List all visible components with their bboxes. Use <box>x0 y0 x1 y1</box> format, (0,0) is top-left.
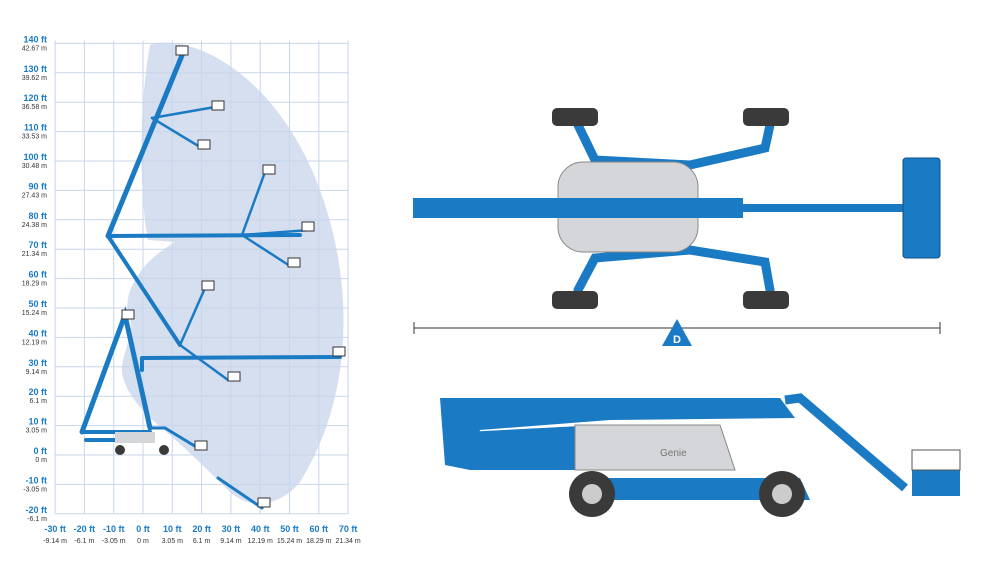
x-tick-ft: 40 ft <box>251 524 270 534</box>
tire <box>552 108 598 126</box>
y-tick-ft: 30 ft <box>28 358 47 368</box>
y-tick-m: 39.62 m <box>22 75 47 82</box>
dimension-d: D <box>413 319 941 346</box>
y-tick-m: 27.43 m <box>22 192 47 199</box>
y-tick-ft: 90 ft <box>28 181 47 191</box>
x-tick-ft: 70 ft <box>339 524 358 534</box>
y-tick-m: 6.1 m <box>29 398 47 405</box>
x-tick-ft: -20 ft <box>74 524 96 534</box>
y-tick-m: 15.24 m <box>22 310 47 317</box>
y-tick-ft: 130 ft <box>23 64 47 74</box>
y-tick-ft: 140 ft <box>23 34 47 44</box>
tire <box>743 108 789 126</box>
x-tick-m: 9.14 m <box>220 538 242 545</box>
wheel <box>159 445 169 455</box>
x-tick-m: 18.29 m <box>306 538 331 545</box>
working-envelope <box>121 42 344 504</box>
x-tick-m: 0 m <box>137 538 149 545</box>
y-tick-m: 18.29 m <box>22 281 47 288</box>
tire <box>743 291 789 309</box>
side-chassis-small <box>115 432 169 455</box>
x-tick-m: 3.05 m <box>162 538 184 545</box>
platform-top <box>902 157 941 259</box>
platform-side <box>912 470 960 496</box>
y-tick-m: 12.19 m <box>22 339 47 346</box>
x-tick-ft: 10 ft <box>163 524 182 534</box>
y-tick-ft: 110 ft <box>24 123 47 133</box>
x-tick-m: 21.34 m <box>335 538 360 545</box>
top-view <box>413 108 941 309</box>
y-tick-ft: 40 ft <box>28 328 47 338</box>
x-tick-ft: 30 ft <box>222 524 241 534</box>
y-tick-m: 33.53 m <box>22 134 47 141</box>
y-tick-ft: 10 ft <box>28 417 47 427</box>
y-tick-m: 24.38 m <box>22 222 47 229</box>
dimension-label: D <box>673 334 681 346</box>
y-tick-ft: -10 ft <box>25 475 47 485</box>
y-tick-ft: 120 ft <box>23 93 47 103</box>
y-tick-ft: -20 ft <box>25 505 47 515</box>
boom-positions <box>79 50 342 510</box>
y-tick-m: 30.48 m <box>22 163 47 170</box>
y-tick-m: 36.58 m <box>22 104 47 111</box>
x-tick-m: 12.19 m <box>248 538 273 545</box>
y-tick-m: -3.05 m <box>23 486 47 493</box>
y-tick-m: 21.34 m <box>22 251 47 258</box>
side-view: Genie <box>440 393 961 517</box>
y-tick-ft: 0 ft <box>34 446 48 456</box>
y-tick-ft: 80 ft <box>28 211 47 221</box>
y-tick-m: 9.14 m <box>26 369 48 376</box>
platforms <box>121 45 346 508</box>
x-tick-m: -9.14 m <box>43 538 67 545</box>
x-tick-m: 6.1 m <box>193 538 211 545</box>
y-tick-ft: 70 ft <box>28 240 47 250</box>
y-tick-ft: 60 ft <box>28 270 47 280</box>
y-tick-ft: 100 ft <box>23 152 47 162</box>
y-tick-m: 0 m <box>35 457 47 464</box>
x-tick-ft: -10 ft <box>103 524 125 534</box>
x-tick-ft: -30 ft <box>44 524 66 534</box>
y-tick-m: 42.67 m <box>22 45 47 52</box>
x-tick-ft: 20 ft <box>192 524 211 534</box>
tire <box>552 291 598 309</box>
x-tick-m: -3.05 m <box>102 538 126 545</box>
y-tick-m: -6.1 m <box>27 516 47 523</box>
y-tick-ft: 50 ft <box>28 299 47 309</box>
brand-logo: Genie <box>660 448 687 459</box>
x-tick-ft: 60 ft <box>310 524 329 534</box>
x-tick-ft: 0 ft <box>136 524 150 534</box>
y-tick-m: 3.05 m <box>26 428 48 435</box>
x-tick-m: -6.1 m <box>74 538 94 545</box>
y-tick-ft: 20 ft <box>28 387 47 397</box>
x-tick-ft: 50 ft <box>280 524 299 534</box>
x-tick-m: 15.24 m <box>277 538 302 545</box>
wheel <box>115 445 125 455</box>
